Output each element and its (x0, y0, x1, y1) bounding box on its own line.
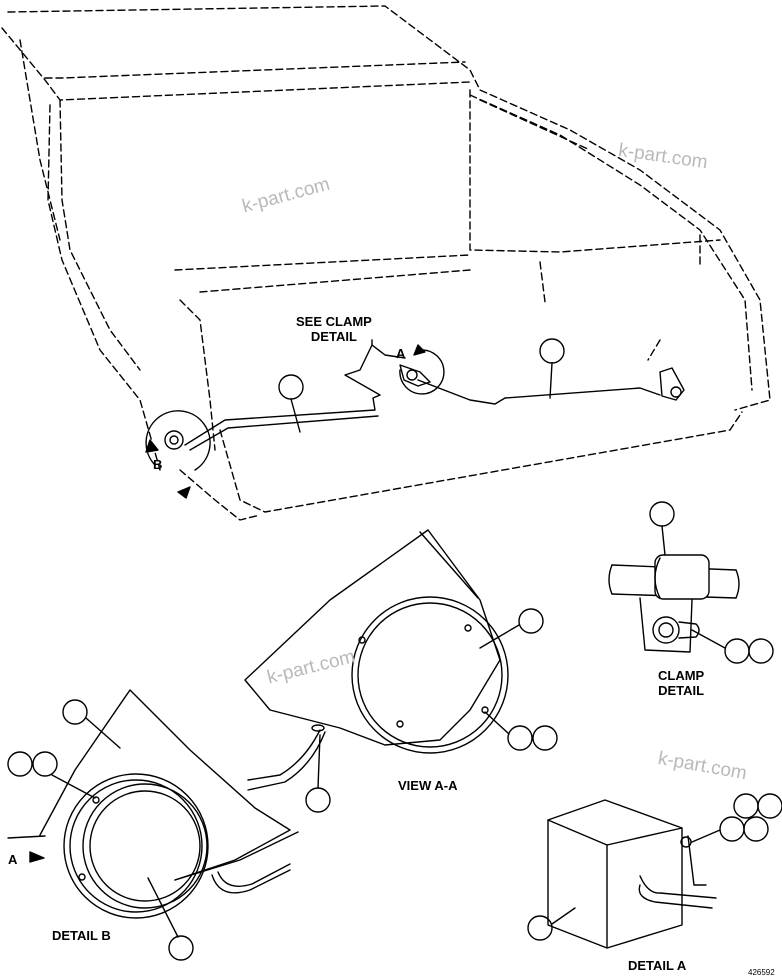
view-circle-b (145, 410, 211, 499)
callout-balloon (539, 338, 565, 399)
detail-a-clip-wire (638, 835, 717, 909)
callout-balloon-pair (691, 629, 774, 664)
view-aa-lamp (351, 596, 509, 754)
detail-b-bracket (39, 689, 299, 881)
detail-b-lamp (63, 773, 209, 919)
callout-balloon-pair (484, 711, 558, 751)
cab-harness (184, 344, 661, 451)
callout-balloon-quad (691, 793, 782, 843)
view-arrow-a-letter: A (396, 346, 406, 361)
callout-balloon (62, 699, 121, 749)
clamp-detail-label: CLAMP DETAIL (658, 668, 705, 698)
callout-balloon (278, 374, 304, 433)
view-aa-label: VIEW A-A (398, 778, 458, 793)
callout-balloon-pair (7, 751, 96, 799)
view-aa-wire (247, 724, 326, 791)
cab-light-clamp (164, 364, 685, 450)
callout-balloon (479, 608, 544, 649)
detail-a-label: DETAIL A (628, 958, 687, 973)
view-circle-a (399, 344, 445, 395)
detail-b-wire (211, 863, 291, 894)
view-arrow-a (7, 835, 46, 863)
drawing-number: 426592 (748, 968, 775, 977)
clamp-detail-clamp (639, 554, 710, 653)
detail-b-label: DETAIL B (52, 928, 111, 943)
callout-balloon (527, 907, 576, 941)
detail-a-box (547, 799, 683, 949)
view-aa-bracket (244, 529, 501, 746)
see-clamp-detail-label: SEE CLAMP DETAIL (296, 314, 372, 344)
cab-outline (1, 5, 771, 521)
view-arrow-a-letter: A (8, 852, 18, 867)
view-arrow-b-letter: B (153, 457, 163, 472)
callout-balloon (147, 877, 194, 961)
callout-balloon (649, 501, 675, 556)
callout-balloon (305, 734, 331, 813)
